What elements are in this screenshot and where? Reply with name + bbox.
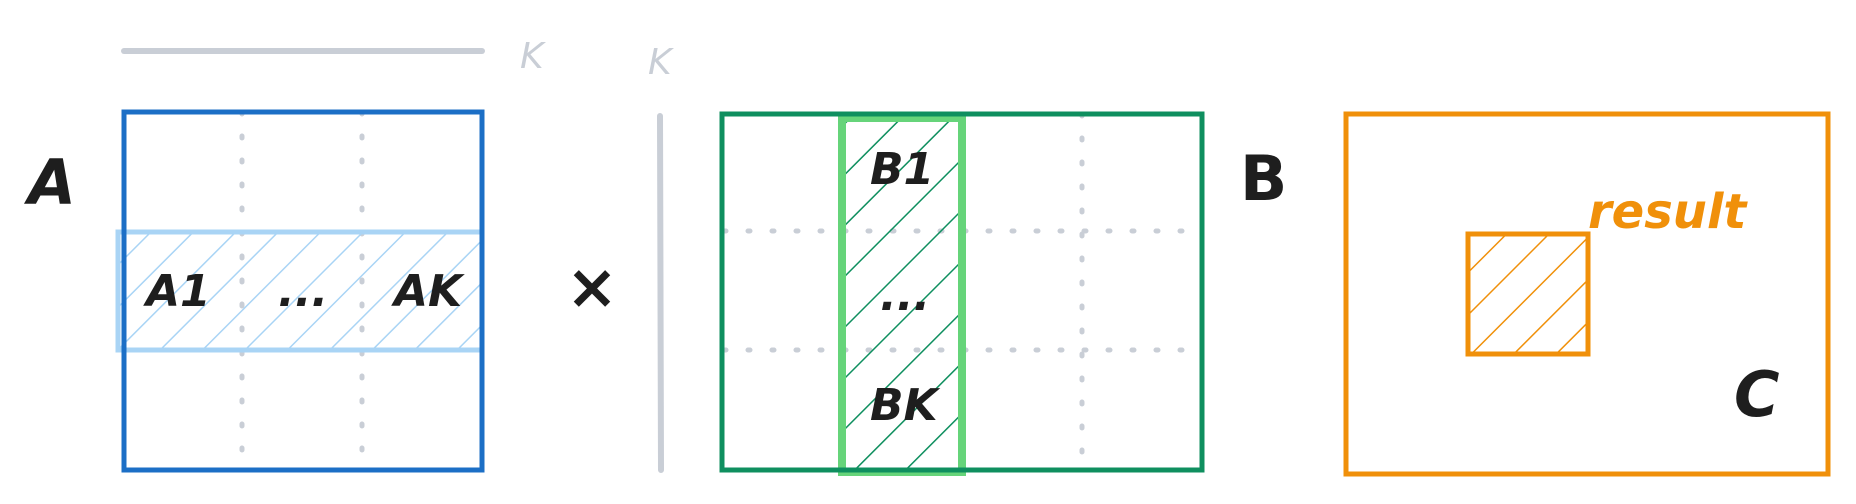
matrix-c-label: C <box>1734 358 1780 431</box>
matrix-a: A1 ... AK <box>115 109 485 473</box>
result-cell <box>1465 231 1591 357</box>
b-column-highlight <box>838 114 966 476</box>
b1-label: B1 <box>870 144 934 195</box>
k-label-top: K <box>520 36 546 77</box>
a1-label: A1 <box>143 266 211 317</box>
b-dots-label: ... <box>880 270 930 321</box>
matrix-c: result C <box>1343 111 1831 477</box>
matrix-b-label: B <box>1240 142 1287 215</box>
bk-label: BK <box>870 380 941 431</box>
matrix-b-frame <box>719 111 1205 473</box>
k-dimension-line-vertical <box>657 113 664 473</box>
k-label-left: K <box>648 42 674 83</box>
multiply-sign: × <box>566 250 618 323</box>
a-dots-label: ... <box>278 266 328 317</box>
matrix-b: B1 ... BK <box>719 111 1205 476</box>
matrix-a-frame <box>121 109 485 473</box>
result-label: result <box>1588 184 1748 240</box>
ak-label: AK <box>391 266 465 317</box>
matrix-a-label: A <box>23 146 76 219</box>
matrix-c-frame <box>1343 111 1831 477</box>
